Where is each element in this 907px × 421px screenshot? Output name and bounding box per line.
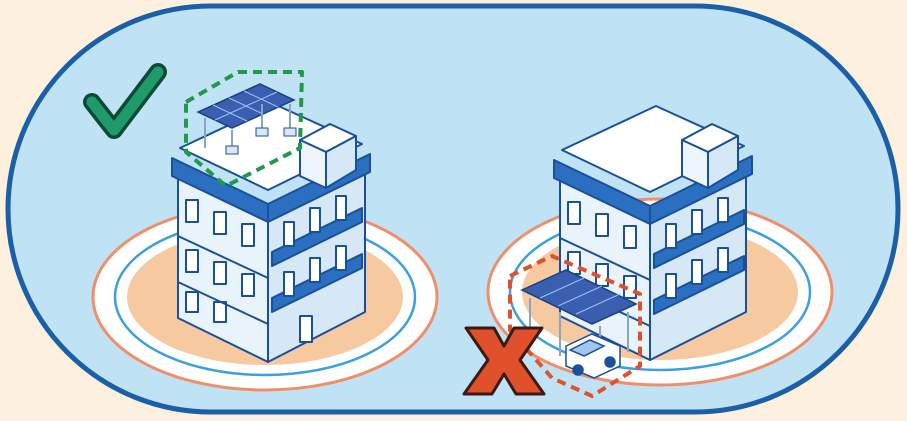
right-building bbox=[554, 106, 752, 360]
left-building bbox=[172, 104, 370, 362]
